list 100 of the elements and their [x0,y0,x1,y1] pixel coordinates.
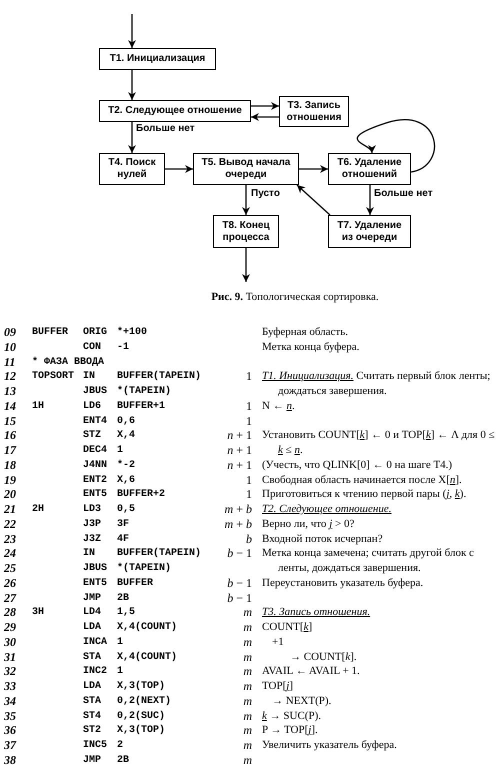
process-box [328,153,411,185]
line-number: 36 [4,723,17,738]
opcode: STZ [83,429,102,444]
execution-count: m [242,738,252,753]
process-box [99,153,165,185]
opcode: J3P [83,518,102,532]
comment: (Учесть, что QLINK[0] ← 0 на шаге T4.) [262,458,454,472]
operand: 2B [117,754,130,768]
operand: X,3(TOP) [117,724,166,738]
execution-count: 1 [245,472,252,488]
operand: *(TAPEIN) [117,384,172,399]
execution-count: m + b [224,502,252,517]
box-label: T7. Удаление из очереди [336,220,403,244]
line-number: 24 [4,546,17,561]
opcode: ENT5 [83,488,108,502]
box-label: T2. Следующее отношение [108,105,242,117]
operand: 1 [117,636,124,650]
opcode: DEC4 [83,444,108,458]
line-number: 30 [4,634,17,650]
opcode: ENT4 [83,414,108,428]
comment: Свободная область начинается после X[n]. [262,472,463,488]
arrow [356,119,436,173]
line-number: 21 [4,502,17,517]
comment: Верно ли, что j > 0? [262,516,356,532]
edge-label: Пусто [251,188,280,200]
opcode: J3Z [83,532,102,546]
box-label: T5. Вывод начала очереди [200,157,292,181]
process-box [328,215,411,248]
line-number: 20 [4,487,17,502]
opcode: INC5 [83,739,108,753]
execution-count: m [242,650,252,664]
opcode: LDA [83,680,102,694]
process-box [213,215,279,248]
operand: BUFFER [117,576,154,591]
comment: Увеличить указатель буфера. [262,738,398,753]
arrow [128,70,136,100]
process-box [99,48,216,70]
box-label: T6. Удаление отношений [336,157,403,181]
opcode: CON [83,340,102,355]
execution-count: n + 1 [226,428,252,443]
comment: P → TOP[j]. [262,723,319,738]
opcode: ST2 [83,724,102,738]
comment: Метка конца замечена; считать другой блок с ленты, дождаться завершения. [262,546,475,576]
line-number: 15 [4,414,17,428]
box-label: T8. Конец процесса [221,220,271,244]
arrow [296,184,330,216]
line-number: 32 [4,664,17,679]
figure-caption: Рис. 9. Топологическая сортировка. [210,290,380,305]
operand: 0,2(NEXT) [117,694,172,709]
line-number: 11 [4,354,16,370]
execution-count: m + b [224,516,252,532]
code-label: 2H [32,503,44,517]
operand: *(TAPEIN) [117,562,172,576]
execution-count: m [242,723,252,738]
line-number: 27 [4,590,18,606]
opcode: IN [83,547,96,562]
code-label: 3H [32,606,44,620]
execution-count: b − 1 [226,576,252,590]
opcode: INCA [83,636,108,650]
comment: k → SUC(P). [262,708,322,724]
execution-count: m [242,620,252,635]
step-heading: T3. Запись отношения. [262,605,372,620]
comment: Переустановить указатель буфера. [262,576,424,590]
comment: Приготовиться к чтению первой пары (j, k). [262,487,468,502]
execution-count: m [242,679,252,694]
execution-count: 1 [245,414,252,428]
operand: 3F [117,518,130,532]
execution-count: m [242,708,252,724]
step-heading: T2. Следующее отношение. [262,502,392,517]
arrow [251,113,279,121]
operand: X,4(COUNT) [117,650,178,664]
line-number: 12 [4,369,17,384]
opcode: JBUS [83,562,108,576]
code-comment: * ФАЗА ВВОДА [32,356,104,370]
code-label: TOPSORT [32,370,74,384]
line-number: 38 [4,752,17,768]
box-label: T3. Запись отношения [286,100,342,124]
operand: 0,5 [117,503,136,517]
comment: +1 [272,634,285,650]
operand: X,6 [117,474,136,488]
line-number: 17 [4,443,18,458]
operand: 1 [117,444,124,458]
operand: X,4(COUNT) [117,620,178,635]
comment: COUNT[k] [262,620,314,635]
execution-count: m [242,694,252,708]
process-box [193,153,299,185]
operand: BUFFER(TAPEIN) [117,546,202,562]
execution-count: n + 1 [226,458,252,472]
execution-count: n + 1 [226,443,252,458]
line-number: 23 [4,532,17,546]
operand: 0,2(SUC) [117,710,166,724]
opcode: IN [83,370,96,384]
line-number: 26 [4,576,17,590]
operand: X,4 [117,429,136,444]
execution-count: 1 [245,487,252,502]
code-label: 1H [32,400,44,414]
line-number: 34 [4,694,17,708]
process-box [99,100,251,122]
line-number: 33 [4,679,17,694]
arrow [128,122,136,153]
